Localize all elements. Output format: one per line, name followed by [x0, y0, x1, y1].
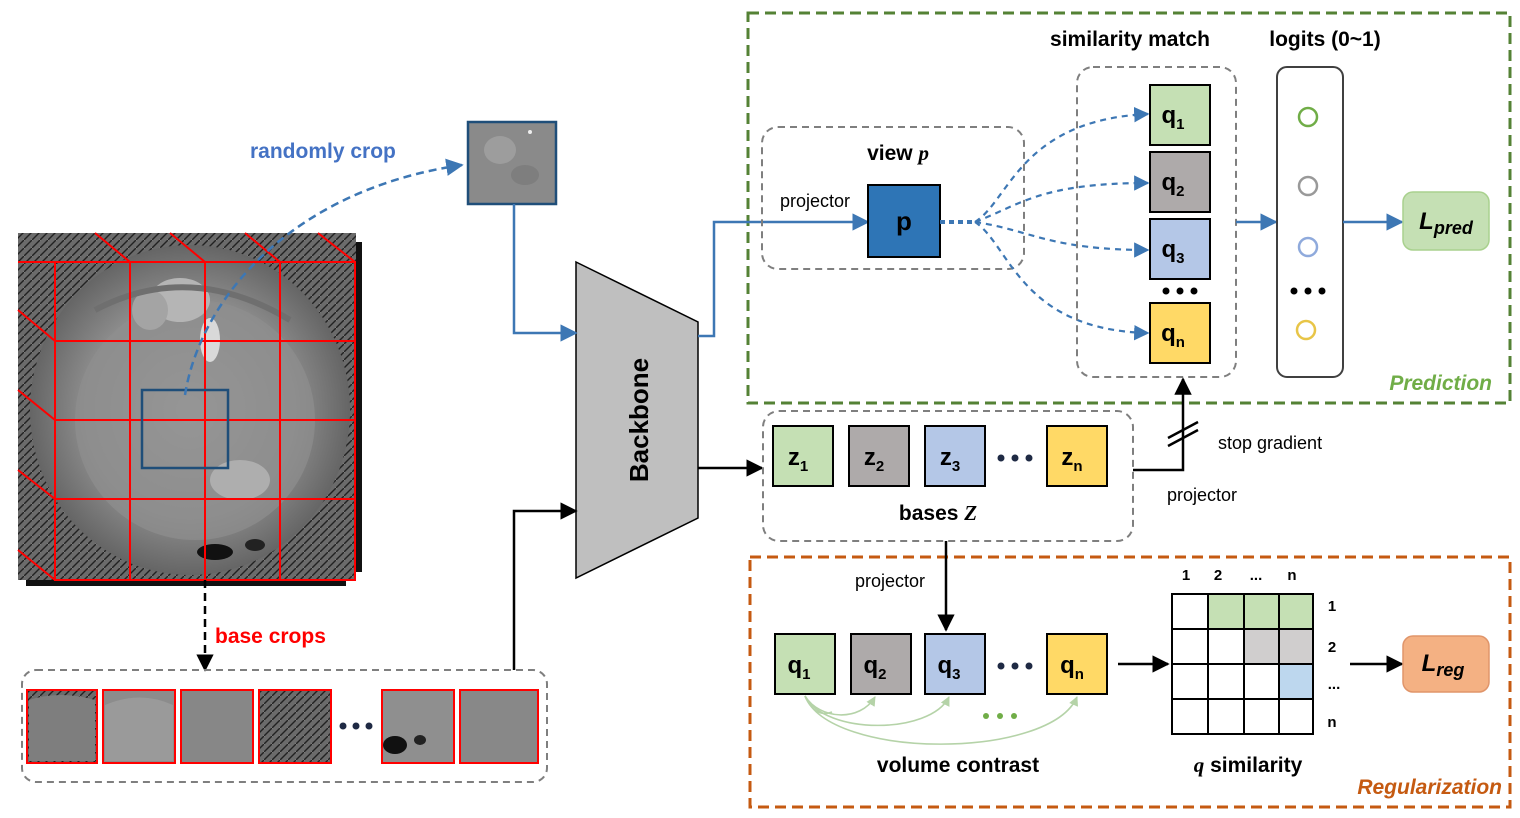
matrix-row-header: ... — [1328, 676, 1341, 693]
logits-container — [1276, 66, 1344, 378]
z3-block — [924, 425, 986, 487]
reg-q2-block — [850, 633, 912, 695]
matrix-col-header: n — [1287, 567, 1296, 584]
regularization-section-border — [748, 555, 1512, 809]
l-pred-label: Lpred — [1419, 208, 1474, 238]
reg-qn-label: qn — [1060, 652, 1084, 683]
matrix-row-headers: 1 2 ... n — [1327, 598, 1340, 731]
bases-to-similarity-arrow — [1133, 377, 1192, 472]
reg-q1-block — [774, 633, 836, 695]
reg-q3-block — [924, 633, 986, 695]
bases-title: bases Z — [899, 501, 977, 525]
l-reg-box — [1402, 635, 1490, 693]
prediction-section-label: Prediction — [1389, 372, 1492, 395]
randomly-crop-label: randomly crop — [250, 140, 396, 163]
matrix-row-header: 2 — [1328, 639, 1336, 656]
reg-q2-label: q2 — [863, 652, 886, 683]
pred-qn-label: qn — [1161, 320, 1185, 351]
z1-block — [772, 425, 834, 487]
pred-q2-label: q2 — [1161, 169, 1184, 200]
view-p-title: view p — [867, 141, 929, 165]
base-crop-tiles — [26, 689, 539, 764]
basecrops-to-backbone-arrow — [512, 502, 578, 670]
view-p-container — [761, 126, 1025, 270]
backbone-label: Backbone — [624, 358, 654, 482]
logit-circle-1 — [1297, 106, 1319, 128]
volume-contrast-label: volume contrast — [877, 754, 1039, 777]
base-crops-label: base crops — [215, 625, 326, 648]
z2-block — [848, 425, 910, 487]
regularization-section-label: Regularization — [1357, 776, 1502, 799]
reg-q-row: q1 q2 q3 qn — [774, 633, 1108, 695]
similarity-match-title: similarity match — [1050, 28, 1210, 51]
logit-circle-n — [1295, 319, 1317, 341]
p-vector-block — [867, 184, 941, 258]
volume-contrast-arcs — [804, 695, 1078, 745]
logits-ellipsis — [1290, 287, 1326, 295]
z3-label: z3 — [940, 444, 960, 475]
logit-circle-3 — [1297, 236, 1319, 258]
z2-label: z2 — [864, 444, 884, 475]
reg-q-ellipsis — [997, 662, 1033, 670]
reg-q1-label: q1 — [787, 652, 810, 683]
similarity-arrows — [940, 106, 1150, 341]
logits-title: logits (0~1) — [1269, 28, 1380, 51]
reg-qn-block — [1046, 633, 1108, 695]
pred-q-ellipsis — [1162, 287, 1198, 295]
bases-z-row: z1 z2 z3 zn — [772, 425, 1108, 487]
l-pred-box — [1402, 191, 1490, 251]
base-crop-tile — [258, 689, 332, 764]
pred-q2-block — [1149, 151, 1211, 213]
matrix-col-headers: 1 2 ... n — [1182, 567, 1297, 584]
matrix-row-header: 1 — [1328, 598, 1336, 615]
pred-q3-label: q3 — [1161, 236, 1184, 267]
z1-label: z1 — [788, 444, 808, 475]
backbone-to-p-arrow — [698, 213, 870, 338]
q-similarity-label: q similarity — [1194, 753, 1303, 777]
cropped-view-thumbnail — [466, 120, 558, 206]
prediction-q-column: q1 q2 q3 qn — [1149, 84, 1211, 364]
stop-gradient-mark — [1167, 420, 1199, 448]
pred-qn-block — [1149, 302, 1211, 364]
zn-label: zn — [1061, 444, 1082, 475]
volume-contrast-ellipsis — [983, 713, 1017, 719]
logit-circle-2 — [1297, 175, 1319, 197]
matrix-col-header: 1 — [1182, 567, 1190, 584]
l-reg-label: Lreg — [1422, 650, 1465, 680]
matrix-col-header: ... — [1250, 567, 1263, 584]
ct-volume — [17, 232, 362, 586]
pred-q1-label: q1 — [1161, 102, 1184, 133]
base-crop-tile — [180, 689, 254, 764]
p-vector-label: p — [896, 206, 912, 236]
matrix-row-header: n — [1327, 714, 1336, 731]
q-similarity-matrix — [1171, 593, 1314, 735]
reg-q3-label: q3 — [937, 652, 960, 683]
view-projector-label: projector — [780, 191, 850, 211]
base-crop-tile — [459, 689, 539, 764]
randomly-crop-arrow — [183, 158, 464, 396]
pred-q1-block — [1149, 84, 1211, 146]
pred-q3-block — [1149, 218, 1211, 280]
bases-projector-label: projector — [1167, 485, 1237, 505]
bases-container — [762, 410, 1134, 542]
prediction-section-border — [746, 11, 1512, 405]
matrix-col-header: 2 — [1214, 567, 1222, 584]
stop-gradient-label: stop gradient — [1218, 433, 1322, 453]
crop-to-backbone-arrow — [512, 204, 578, 342]
reg-projector-label: projector — [855, 571, 925, 591]
base-crops-ellipsis — [339, 722, 373, 730]
zn-block — [1046, 425, 1108, 487]
backbone-block — [575, 260, 699, 580]
bases-ellipsis — [997, 454, 1033, 462]
